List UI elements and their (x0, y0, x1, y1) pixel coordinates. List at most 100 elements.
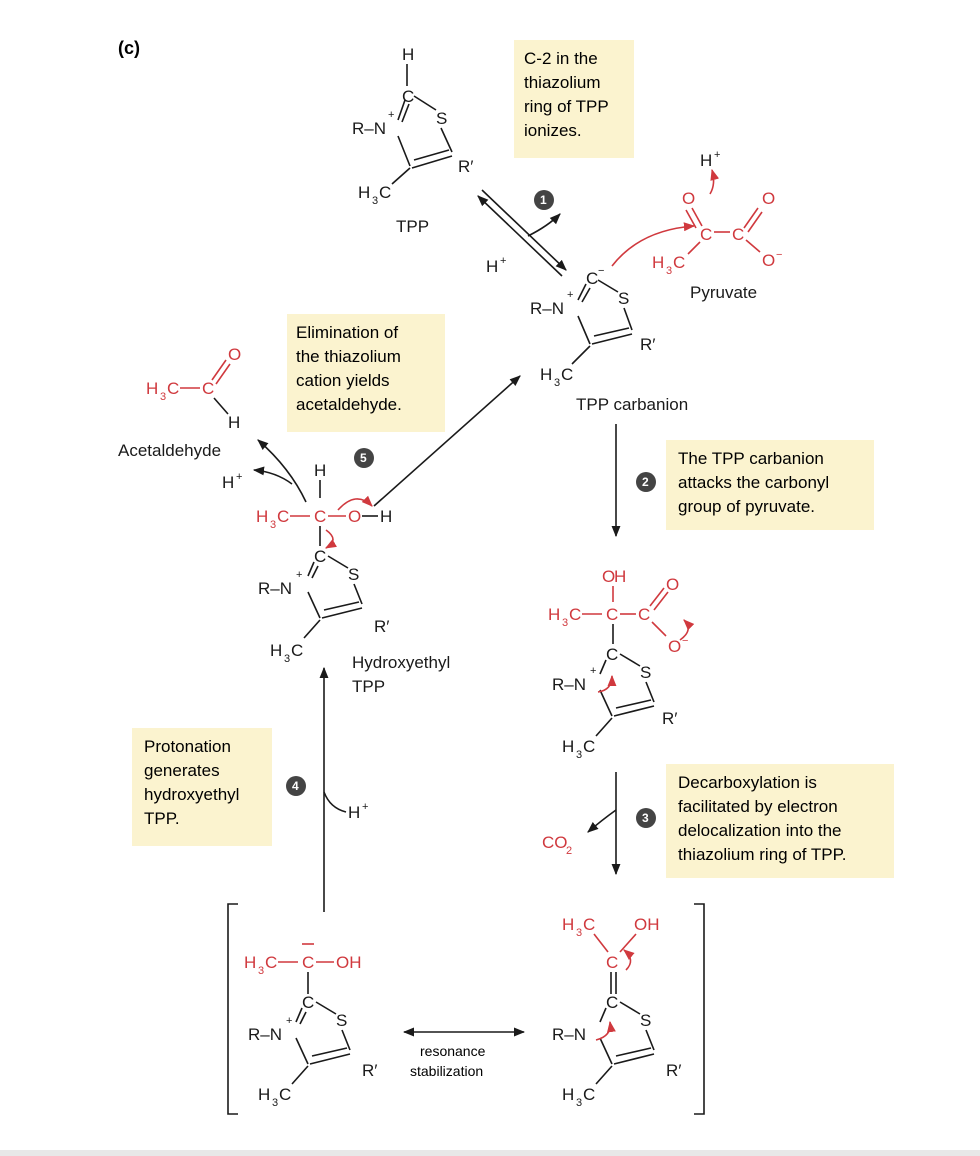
step-badge-3: 3 (636, 808, 656, 828)
svg-text:3: 3 (562, 617, 568, 629)
svg-text:H: H (244, 953, 256, 972)
svg-text:R–N: R–N (530, 299, 564, 318)
note-step4-line: hydroxyethyl (144, 785, 239, 804)
note-step3-line: facilitated by electron (678, 797, 838, 816)
svg-text:3: 3 (576, 927, 582, 939)
svg-text:C: C (302, 953, 314, 972)
svg-text:O: O (762, 251, 775, 270)
molecule-pyruvate: H + O C C O O − H 3 C Pyruvate (611, 149, 782, 302)
note-step3: Decarboxylation is facilitated by electr… (666, 764, 894, 878)
step5-arrows: H + (222, 375, 521, 507)
step1-equilibrium: H + (477, 189, 567, 277)
svg-text:C: C (606, 605, 618, 624)
svg-text:S: S (618, 289, 629, 308)
molecule-tpp-carbanion: C − S R–N + R′ H 3 C TPP carbanion (530, 265, 688, 414)
svg-text:3: 3 (272, 1097, 278, 1109)
svg-text:−: − (776, 249, 782, 261)
svg-text:C: C (167, 379, 179, 398)
note-step1-line: C-2 in the (524, 49, 598, 68)
svg-text:R–N: R–N (352, 119, 386, 138)
svg-text:H: H (652, 253, 664, 272)
bottom-divider (0, 1150, 980, 1156)
svg-text:H: H (548, 605, 560, 624)
note-step4-line: Protonation (144, 737, 231, 756)
svg-text:R′: R′ (640, 335, 655, 354)
svg-text:S: S (336, 1011, 347, 1030)
svg-text:3: 3 (372, 195, 378, 207)
svg-text:+: + (236, 471, 242, 483)
svg-text:2: 2 (566, 845, 572, 857)
note-step1-line: ionizes. (524, 121, 582, 140)
svg-text:C: C (569, 605, 581, 624)
svg-text:R–N: R–N (552, 675, 586, 694)
svg-text:S: S (348, 565, 359, 584)
label-acetaldehyde: Acetaldehyde (118, 441, 221, 460)
svg-text:C: C (732, 225, 744, 244)
note-step2-line: group of pyruvate. (678, 497, 815, 516)
step-badge-5: 5 (354, 448, 374, 468)
label-tpp-carbanion: TPP carbanion (576, 395, 688, 414)
svg-text:H: H (314, 461, 326, 480)
label-tpp: TPP (396, 217, 429, 236)
svg-text:+: + (714, 149, 720, 161)
svg-text:C: C (583, 737, 595, 756)
svg-text:OH: OH (336, 953, 362, 972)
svg-text:H: H (258, 1085, 270, 1104)
svg-text:+: + (296, 569, 302, 581)
svg-text:+: + (388, 109, 394, 121)
svg-text:R′: R′ (662, 709, 677, 728)
note-step4-line: generates (144, 761, 220, 780)
note-step1-line: ring of TPP (524, 97, 609, 116)
step4-arrow: H + (319, 666, 368, 912)
note-step5-line: acetaldehyde. (296, 395, 402, 414)
svg-text:O: O (666, 575, 679, 594)
note-step2-line: The TPP carbanion (678, 449, 824, 468)
svg-text:R–N: R–N (248, 1025, 282, 1044)
svg-text:−: − (598, 265, 604, 277)
svg-text:3: 3 (666, 265, 672, 277)
svg-text:H: H (402, 45, 414, 64)
svg-text:R′: R′ (666, 1061, 681, 1080)
svg-text:H: H (380, 507, 392, 526)
svg-text:C: C (606, 953, 618, 972)
svg-text:H: H (486, 257, 498, 276)
molecule-tpp: H C S R–N + R′ H 3 C TPP (352, 45, 473, 236)
svg-text:O: O (228, 345, 241, 364)
svg-text:2: 2 (642, 475, 649, 489)
svg-text:C: C (314, 547, 326, 566)
svg-text:H: H (358, 183, 370, 202)
note-step3-line: thiazolium ring of TPP. (678, 845, 847, 864)
svg-text:C: C (302, 993, 314, 1012)
svg-text:H: H (540, 365, 552, 384)
note-step5-line: cation yields (296, 371, 390, 390)
svg-text:C: C (202, 379, 214, 398)
svg-text:O: O (762, 189, 775, 208)
molecule-adduct: O H H 3 C C C O O − C S R–N + R′ H 3 C (548, 567, 695, 761)
svg-text:5: 5 (360, 451, 367, 465)
svg-text:3: 3 (576, 749, 582, 761)
svg-text:+: + (362, 801, 368, 813)
svg-text:H: H (256, 507, 268, 526)
svg-text:C: C (277, 507, 289, 526)
svg-text:H: H (562, 737, 574, 756)
svg-text:H: H (146, 379, 158, 398)
step3-arrow: CO 2 (542, 772, 621, 876)
svg-text:O: O (348, 507, 361, 526)
resonance-bracket (227, 903, 705, 1115)
molecule-enamine: H 3 C C OH C S R–N + R′ H 3 C (244, 943, 377, 1109)
svg-text:3: 3 (554, 377, 560, 389)
svg-text:H: H (222, 473, 234, 492)
svg-text:H: H (562, 1085, 574, 1104)
svg-text:H: H (614, 567, 626, 586)
svg-text:3: 3 (160, 391, 166, 403)
label-resonance: stabilization (410, 1063, 483, 1079)
svg-text:R′: R′ (374, 617, 389, 636)
svg-text:+: + (567, 289, 573, 301)
svg-text:+: + (500, 255, 506, 267)
svg-text:C: C (606, 645, 618, 664)
svg-text:R–N: R–N (552, 1025, 586, 1044)
svg-text:H: H (270, 641, 282, 660)
svg-text:S: S (640, 1011, 651, 1030)
label-resonance: resonance (420, 1043, 486, 1059)
